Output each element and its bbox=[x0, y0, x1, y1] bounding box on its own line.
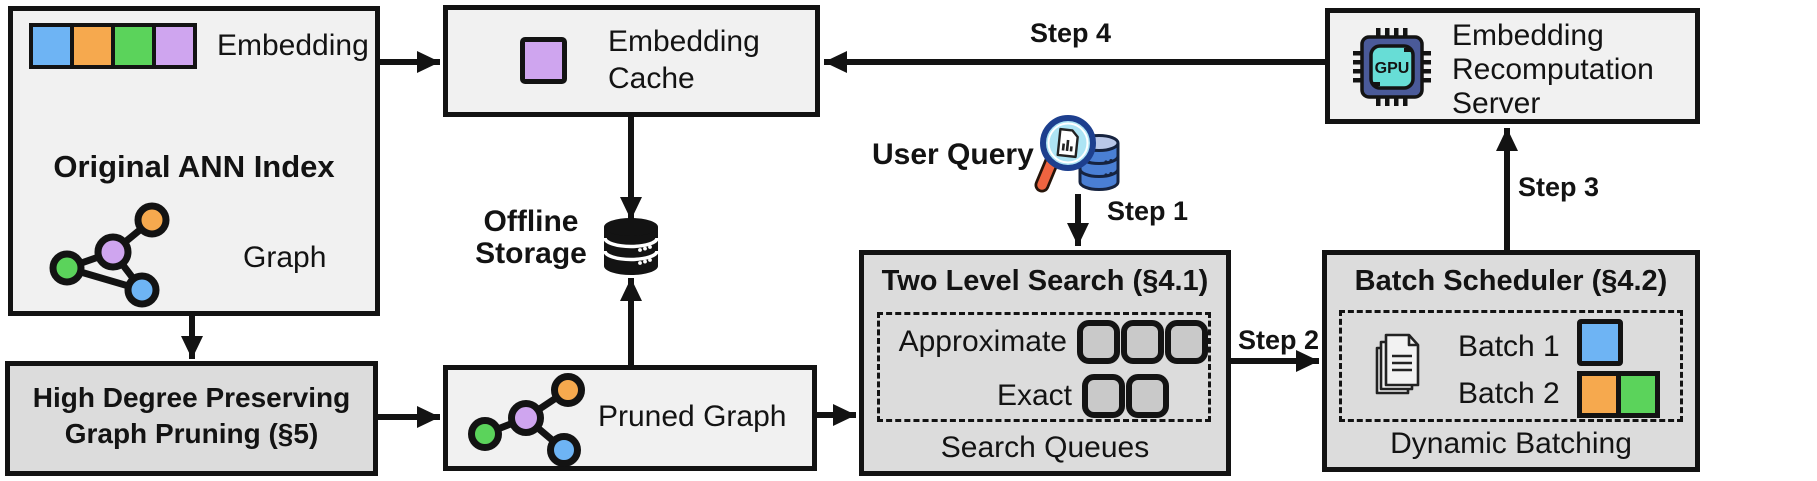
pruned-graph-label: Pruned Graph bbox=[598, 400, 787, 433]
documents-stack-icon bbox=[1375, 333, 1420, 395]
search-queues-caption: Search Queues bbox=[940, 431, 1150, 464]
pruning-title-line1: High Degree Preserving bbox=[32, 382, 351, 413]
pruned-graph-icon bbox=[468, 373, 585, 467]
exact-queue-slots bbox=[1082, 374, 1169, 418]
queue-slot bbox=[1165, 320, 1208, 364]
step3-label: Step 3 bbox=[1518, 172, 1600, 202]
offline-storage-label: Offline Storage bbox=[475, 205, 587, 270]
pruned-graph-box: Pruned Graph bbox=[443, 365, 817, 471]
step1-label: Step 1 bbox=[1107, 196, 1189, 226]
embedding-cache-box: Embedding Cache bbox=[443, 5, 820, 117]
step2-label: Step 2 bbox=[1238, 325, 1320, 355]
cache-label-line2: Cache bbox=[608, 62, 695, 95]
ann-index-title: Original ANN Index bbox=[53, 149, 335, 184]
queue-slot bbox=[1077, 320, 1120, 364]
batch1-label: Batch 1 bbox=[1458, 330, 1560, 363]
queue-slot bbox=[1126, 374, 1169, 418]
original-ann-index-box: Embedding Original ANN Index Graph bbox=[8, 6, 380, 316]
server-label-line2: Recomputation bbox=[1452, 53, 1654, 86]
batch2-embedding-green bbox=[1616, 371, 1660, 418]
user-query-label: User Query bbox=[872, 138, 1034, 171]
server-label-line1: Embedding bbox=[1452, 19, 1604, 52]
embedding-cell-orange bbox=[74, 27, 111, 65]
embedding-cell-blue bbox=[33, 27, 70, 65]
pruning-title-line2: Graph Pruning (§5) bbox=[64, 418, 319, 449]
graph-pruning-box: High Degree Preserving Graph Pruning (§5… bbox=[5, 361, 378, 476]
batch-scheduler-title: Batch Scheduler (§4.2) bbox=[1354, 265, 1668, 297]
embedding-cell-green bbox=[115, 27, 152, 65]
embedding-label: Embedding bbox=[217, 29, 369, 62]
database-icon bbox=[603, 218, 659, 275]
batch1-embedding-blue bbox=[1577, 319, 1623, 366]
cache-label-line1: Embedding bbox=[608, 25, 760, 58]
batch2-embedding-orange bbox=[1577, 371, 1621, 418]
cached-embedding-icon bbox=[520, 37, 567, 84]
step4-label: Step 4 bbox=[1030, 18, 1112, 48]
graph-label: Graph bbox=[243, 241, 327, 274]
approximate-queue-row: Approximate bbox=[880, 315, 1208, 369]
graph-icon bbox=[49, 202, 170, 308]
embedding-vector-strip-icon bbox=[29, 23, 197, 69]
exact-label: Exact bbox=[996, 379, 1072, 412]
two-level-search-box: Two Level Search (§4.1) Approximate Exac… bbox=[859, 250, 1231, 476]
approximate-label: Approximate bbox=[898, 325, 1067, 358]
queue-slot bbox=[1082, 374, 1125, 418]
dynamic-batching-panel: Batch 1 Batch 2 bbox=[1339, 310, 1683, 422]
queue-slot bbox=[1121, 320, 1164, 364]
exact-queue-row: Exact bbox=[880, 369, 1208, 423]
approximate-queue-slots bbox=[1077, 320, 1208, 364]
embedding-cell-purple bbox=[156, 27, 193, 65]
server-label-line3: Server bbox=[1452, 87, 1541, 120]
two-level-search-title: Two Level Search (§4.1) bbox=[881, 265, 1209, 297]
search-queues-panel: Approximate Exact bbox=[877, 312, 1211, 422]
batch2-label: Batch 2 bbox=[1458, 377, 1560, 410]
dynamic-batching-caption: Dynamic Batching bbox=[1390, 427, 1632, 460]
gpu-chip-icon: GPU bbox=[1353, 28, 1431, 106]
recomputation-server-box: GPU Embedding Recomputation Server bbox=[1325, 8, 1700, 124]
batch-scheduler-box: Batch Scheduler (§4.2) Batch 1 Batch 2 bbox=[1322, 250, 1700, 472]
gpu-chip-label: GPU bbox=[1375, 60, 1410, 77]
query-magnifier-database-icon bbox=[1034, 115, 1120, 193]
